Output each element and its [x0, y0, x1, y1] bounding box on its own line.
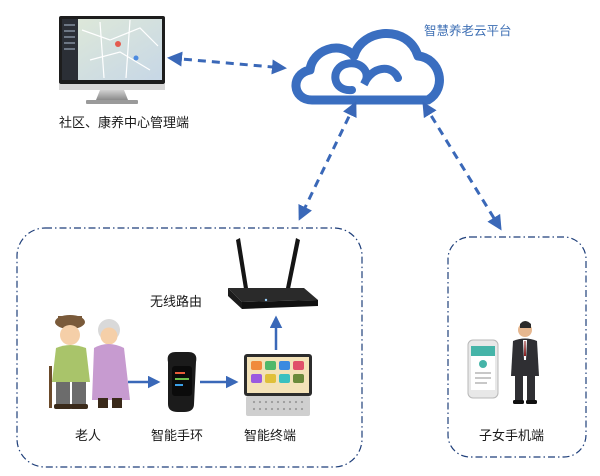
- elder-label: 老人: [75, 429, 102, 444]
- smart-band-icon: [167, 352, 197, 412]
- arrow-cloud-family: [422, 101, 502, 231]
- router-label: 无线路由: [150, 295, 203, 310]
- smart-terminal-label: 智能终端: [244, 429, 297, 444]
- monitor-icon: [59, 16, 165, 104]
- smart-terminal-icon: [244, 354, 312, 416]
- cloud-platform-title: 智慧养老云平台: [424, 23, 512, 38]
- admin-terminal-label: 社区、康养中心管理端: [59, 116, 190, 131]
- cloud-icon: [291, 29, 444, 105]
- smart-band-label: 智能手环: [151, 429, 204, 444]
- router-icon: [228, 238, 318, 309]
- arrow-cloud-home: [298, 101, 357, 221]
- arrow-cloud-admin: [167, 51, 287, 75]
- home-group-box: [16, 227, 363, 468]
- phone-icon: [467, 339, 499, 399]
- elderly-couple-icon: [49, 315, 130, 409]
- family-group-box: [447, 236, 587, 458]
- family-phone-label: 子女手机端: [479, 429, 545, 444]
- family-member-icon: [511, 321, 539, 404]
